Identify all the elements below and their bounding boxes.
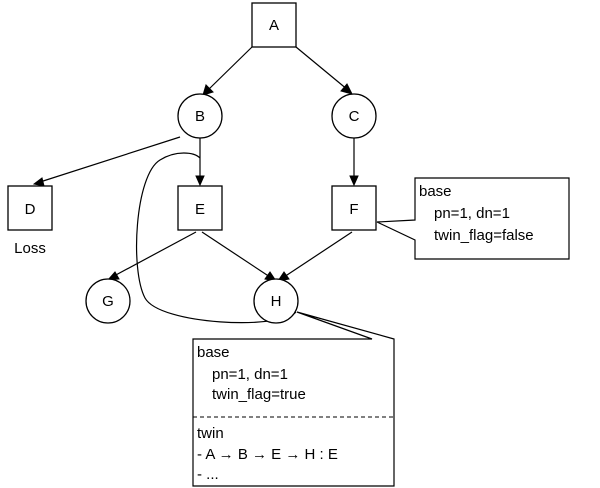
- node-d: D: [7, 185, 53, 231]
- node-h-circle: [253, 278, 299, 324]
- node-c: C: [331, 93, 377, 139]
- node-f: F: [331, 185, 377, 231]
- arrowhead-a-c: [340, 83, 353, 95]
- node-c-label: C: [349, 108, 360, 125]
- callout-h-line1: pn=1, dn=1: [212, 366, 288, 383]
- node-d-annotation: Loss: [14, 240, 46, 257]
- node-e: E: [177, 185, 223, 231]
- callout-f-shape: [376, 177, 570, 260]
- edges: [32, 46, 359, 324]
- node-a-label: A: [269, 17, 279, 34]
- edge-b-d: [39, 136, 181, 183]
- node-a-box: [251, 2, 297, 48]
- node-f-label: F: [349, 201, 358, 218]
- node-g-circle: [85, 278, 131, 324]
- edge-f-h: [283, 231, 353, 278]
- node-d-label: D: [25, 201, 36, 218]
- node-a: A: [251, 2, 297, 48]
- node-g-label: G: [102, 293, 114, 310]
- callout-f-title: base: [419, 183, 452, 200]
- node-c-circle: [331, 93, 377, 139]
- arrowhead-b-e: [195, 175, 205, 187]
- arrowhead-a-b: [202, 84, 214, 96]
- node-g: G: [85, 278, 131, 324]
- callout-h-twin-line1: - A → B → E → H : E: [197, 446, 338, 463]
- callout-h: base pn=1, dn=1 twin_flag=true twin - A …: [192, 311, 395, 487]
- edge-h-loop: [135, 152, 297, 324]
- node-h: H: [253, 278, 299, 324]
- callout-h-title: base: [197, 344, 230, 361]
- callout-h-line2: twin_flag=true: [212, 386, 306, 403]
- callout-h-shape: [192, 311, 395, 487]
- arrowhead-c-f: [349, 175, 359, 187]
- edge-a-b: [207, 46, 253, 91]
- edge-e-h: [201, 231, 271, 278]
- callout-f-line2: twin_flag=false: [434, 227, 534, 244]
- callout-h-twin-line2: - ...: [197, 466, 219, 483]
- callout-f: base pn=1, dn=1 twin_flag=false: [376, 177, 570, 260]
- edge-a-c: [295, 46, 349, 91]
- node-e-label: E: [195, 201, 205, 218]
- node-b: B: [177, 93, 223, 139]
- edge-e-g: [113, 231, 197, 277]
- node-e-box: [177, 185, 223, 231]
- node-d-box: [7, 185, 53, 231]
- callout-f-line1: pn=1, dn=1: [434, 205, 510, 222]
- node-f-box: [331, 185, 377, 231]
- callout-h-twin-title: twin: [197, 425, 224, 442]
- arrowhead-b-d: [32, 177, 45, 187]
- node-b-label: B: [195, 108, 205, 125]
- node-b-circle: [177, 93, 223, 139]
- node-h-label: H: [271, 293, 282, 310]
